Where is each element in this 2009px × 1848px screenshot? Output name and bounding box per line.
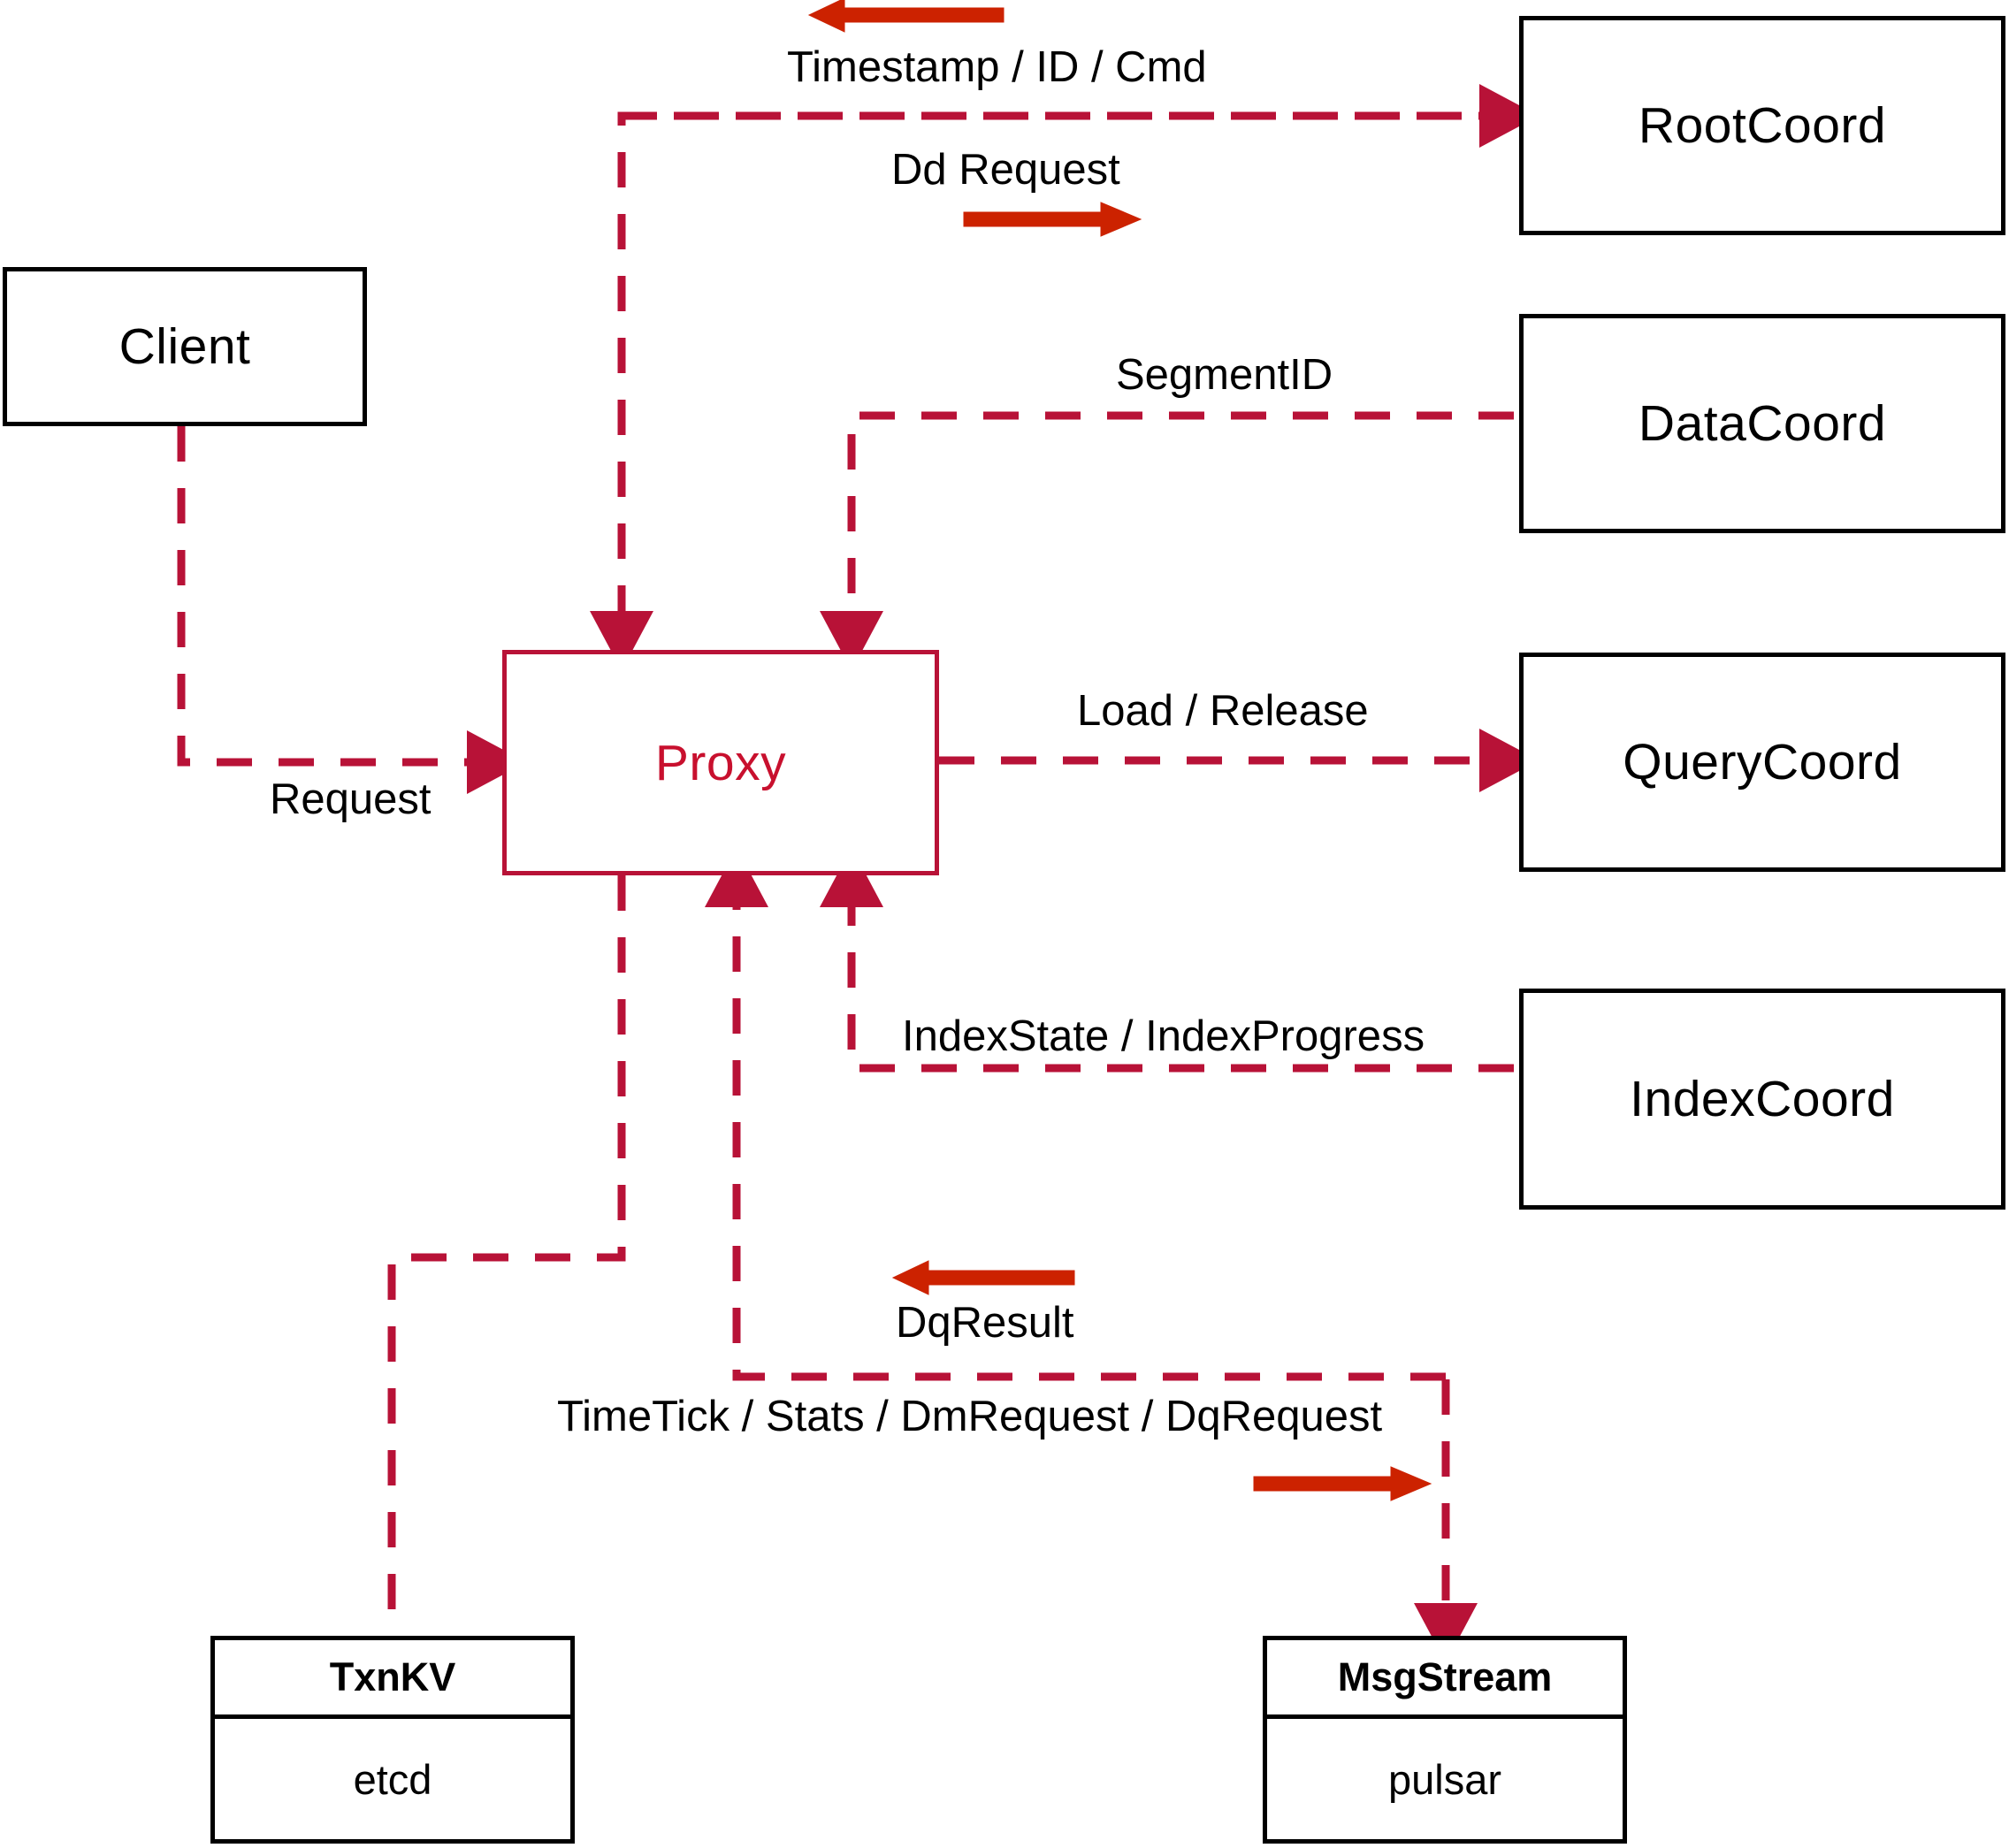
arrow-timestamp-left <box>807 0 1004 33</box>
node-msgstream-body-label: pulsar <box>1387 1755 1501 1803</box>
edge-client-to-proxy <box>177 426 527 794</box>
node-querycoord-label: QueryCoord <box>1623 734 1902 790</box>
node-txnkv-body-label: etcd <box>353 1755 432 1803</box>
edge-indexcoord-to-proxy <box>820 847 1514 1073</box>
node-msgstream-body: pulsar <box>1267 1719 1623 1839</box>
node-txnkv-header-label: TxnKV <box>329 1654 456 1699</box>
edge-label-dq-result: DqResult <box>896 1299 1074 1347</box>
node-datacoord-label: DataCoord <box>1638 395 1887 452</box>
node-indexcoord[interactable]: IndexCoord <box>1519 989 2005 1210</box>
edge-label-timestamp-id-cmd: Timestamp / ID / Cmd <box>787 43 1207 91</box>
edge-label-load-release: Load / Release <box>1077 687 1369 735</box>
node-client-label: Client <box>118 318 251 375</box>
node-txnkv[interactable]: TxnKV etcd <box>210 1636 575 1844</box>
annotation-arrows <box>807 0 1432 1501</box>
arrow-ddrequest-right <box>963 202 1142 237</box>
edge-label-dd-request: Dd Request <box>891 146 1120 194</box>
node-proxy[interactable]: Proxy <box>502 650 939 875</box>
edge-datacoord-to-proxy <box>820 411 1514 671</box>
node-rootcoord[interactable]: RootCoord <box>1519 16 2005 235</box>
node-txnkv-header: TxnKV <box>215 1640 570 1719</box>
edge-proxy-to-txnkv <box>387 875 626 1631</box>
edge-label-timetick-stats: TimeTick / Stats / DmRequest / DqRequest <box>557 1393 1383 1440</box>
edge-label-index-state-progress: IndexState / IndexProgress <box>902 1012 1425 1060</box>
edge-label-request: Request <box>270 775 432 823</box>
node-client[interactable]: Client <box>3 267 367 426</box>
node-msgstream-header: MsgStream <box>1267 1640 1623 1719</box>
node-proxy-label: Proxy <box>654 734 787 791</box>
node-datacoord[interactable]: DataCoord <box>1519 314 2005 533</box>
node-rootcoord-label: RootCoord <box>1638 97 1887 154</box>
node-msgstream-header-label: MsgStream <box>1337 1654 1553 1699</box>
node-txnkv-body: etcd <box>215 1719 570 1839</box>
node-querycoord[interactable]: QueryCoord <box>1519 653 2005 872</box>
arrow-dqresult-left <box>891 1260 1075 1295</box>
edge-rootcoord-to-proxy <box>590 111 1514 671</box>
node-msgstream[interactable]: MsgStream pulsar <box>1263 1636 1627 1844</box>
edge-label-segment-id: SegmentID <box>1116 351 1333 399</box>
edge-msgstream-to-proxy <box>705 847 1446 1381</box>
arrow-timetick-right <box>1253 1466 1432 1501</box>
node-indexcoord-label: IndexCoord <box>1630 1071 1895 1127</box>
